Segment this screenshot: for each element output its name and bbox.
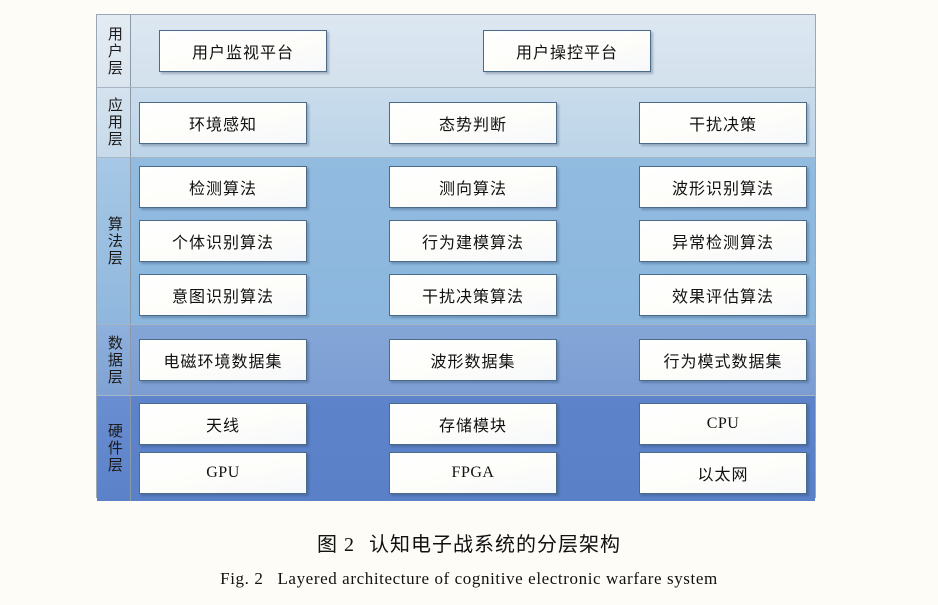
node-waveform-recognition-algorithm[interactable]: 波形识别算法 [639, 166, 807, 208]
node-cpu[interactable]: CPU [639, 403, 807, 445]
figure-title-english: Layered architecture of cognitive electr… [277, 569, 718, 588]
layer-application: 应用层 环境感知 态势判断 干扰决策 [97, 87, 815, 157]
node-user-monitor-platform[interactable]: 用户监视平台 [159, 30, 327, 72]
layer-label-algorithm-text: 算法层 [105, 215, 122, 267]
node-direction-finding-algorithm[interactable]: 测向算法 [389, 166, 557, 208]
layer-user: 用户层 用户监视平台 用户操控平台 [97, 15, 815, 87]
figure-number-chinese: 图 2 [317, 534, 355, 556]
node-electromagnetic-environment-dataset[interactable]: 电磁环境数据集 [139, 339, 307, 381]
node-row: 用户监视平台 用户操控平台 [139, 30, 807, 72]
figure-caption-chinese: 图 2 认知电子战系统的分层架构 [0, 528, 938, 557]
layer-label-data: 数据层 [97, 325, 131, 395]
node-jamming-decision-algorithm[interactable]: 干扰决策算法 [389, 274, 557, 316]
figure-caption-english: Fig. 2 Layered architecture of cognitive … [0, 569, 938, 589]
node-behavior-pattern-dataset[interactable]: 行为模式数据集 [639, 339, 807, 381]
node-row: 电磁环境数据集 波形数据集 行为模式数据集 [139, 339, 807, 381]
node-gpu[interactable]: GPU [139, 452, 307, 494]
node-storage-module[interactable]: 存储模块 [389, 403, 557, 445]
layer-label-user: 用户层 [97, 15, 131, 87]
layer-content-hardware: 天线 存储模块 CPU GPU FPGA 以太网 [131, 396, 815, 501]
figure-caption: 图 2 认知电子战系统的分层架构 Fig. 2 Layered architectu… [0, 528, 938, 589]
layer-content-application: 环境感知 态势判断 干扰决策 [131, 88, 815, 157]
node-antenna[interactable]: 天线 [139, 403, 307, 445]
layer-label-user-text: 用户层 [105, 25, 122, 77]
node-fpga[interactable]: FPGA [389, 452, 557, 494]
layer-data: 数据层 电磁环境数据集 波形数据集 行为模式数据集 [97, 324, 815, 395]
layer-label-application: 应用层 [97, 88, 131, 157]
figure-number-english: Fig. 2 [220, 569, 264, 588]
node-user-control-platform[interactable]: 用户操控平台 [483, 30, 651, 72]
node-ethernet[interactable]: 以太网 [639, 452, 807, 494]
layer-content-algorithm: 检测算法 测向算法 波形识别算法 个体识别算法 行为建模算法 异常检测算法 意图… [131, 158, 815, 324]
node-individual-identification-algorithm[interactable]: 个体识别算法 [139, 220, 307, 262]
node-environment-perception[interactable]: 环境感知 [139, 101, 307, 144]
node-waveform-dataset[interactable]: 波形数据集 [389, 339, 557, 381]
layer-content-data: 电磁环境数据集 波形数据集 行为模式数据集 [131, 325, 815, 395]
node-row: GPU FPGA 以太网 [139, 452, 807, 494]
layer-label-application-text: 应用层 [105, 97, 122, 148]
layer-algorithm: 算法层 检测算法 测向算法 波形识别算法 个体识别算法 行为建模算法 异常检测算… [97, 157, 815, 324]
layer-label-hardware-text: 硬件层 [105, 423, 122, 474]
node-behavior-modeling-algorithm[interactable]: 行为建模算法 [389, 220, 557, 262]
node-situation-assessment[interactable]: 态势判断 [389, 101, 557, 144]
layer-label-algorithm: 算法层 [97, 158, 131, 324]
layer-label-data-text: 数据层 [105, 334, 122, 386]
node-effect-evaluation-algorithm[interactable]: 效果评估算法 [639, 274, 807, 316]
node-anomaly-detection-algorithm[interactable]: 异常检测算法 [639, 220, 807, 262]
node-detection-algorithm[interactable]: 检测算法 [139, 166, 307, 208]
node-row: 个体识别算法 行为建模算法 异常检测算法 [139, 220, 807, 262]
node-row: 意图识别算法 干扰决策算法 效果评估算法 [139, 274, 807, 316]
layer-content-user: 用户监视平台 用户操控平台 [131, 15, 815, 87]
layered-architecture-diagram: 用户层 用户监视平台 用户操控平台 应用层 环境感知 态势判断 干扰决策 算法层 [96, 14, 816, 501]
node-row: 环境感知 态势判断 干扰决策 [139, 101, 807, 144]
figure-title-chinese: 认知电子战系统的分层架构 [369, 534, 621, 556]
node-row: 天线 存储模块 CPU [139, 403, 807, 445]
layer-label-hardware: 硬件层 [97, 396, 131, 501]
layer-hardware: 硬件层 天线 存储模块 CPU GPU FPGA 以太网 [97, 395, 815, 501]
node-row: 检测算法 测向算法 波形识别算法 [139, 166, 807, 208]
node-intent-recognition-algorithm[interactable]: 意图识别算法 [139, 274, 307, 316]
node-jamming-decision[interactable]: 干扰决策 [639, 101, 807, 144]
